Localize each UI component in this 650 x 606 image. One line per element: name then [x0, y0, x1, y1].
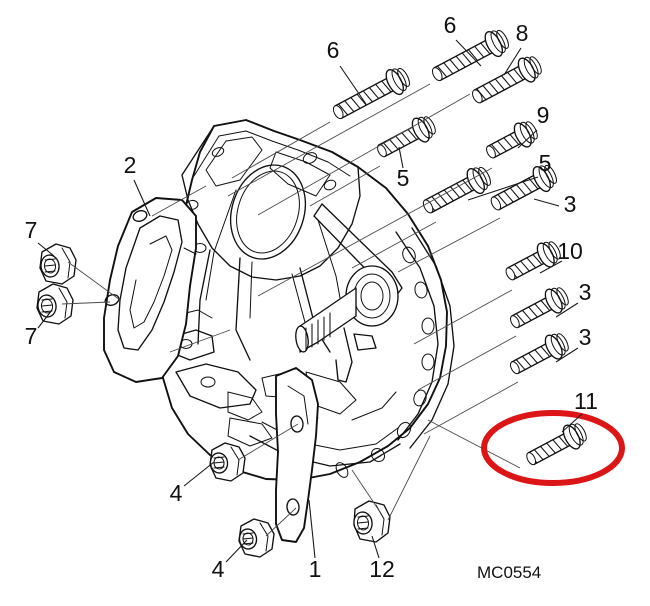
callout-leader-10 [539, 260, 563, 274]
callout-leader-3 [533, 198, 560, 207]
callout-label-c4a: 4 [170, 480, 183, 506]
flange-nut-7b [36, 283, 74, 325]
callout-leader-12 [371, 535, 380, 559]
callout-label-c6b: 6 [444, 12, 457, 38]
bolt-3c [510, 333, 569, 375]
callout-label-c4b: 4 [212, 556, 225, 582]
bolt-11 [526, 423, 587, 466]
callout-label-c7b: 7 [25, 323, 38, 349]
callout-label-c7a: 7 [25, 217, 38, 243]
bolt-10 [505, 241, 561, 281]
bolt-6a [332, 67, 410, 120]
flange-nut-4a [209, 442, 246, 482]
callout-leader-11 [561, 413, 583, 433]
callout-leader-5 [398, 146, 404, 169]
callout-leader-7 [37, 242, 55, 257]
callout-label-c9: 9 [537, 102, 550, 128]
bolt-3a [490, 164, 557, 211]
bolt-5a [377, 116, 436, 158]
callout-leader-4 [183, 461, 215, 487]
callout-label-c2: 2 [124, 152, 137, 178]
clutch-housing [146, 119, 455, 481]
flange-nut-12 [353, 500, 391, 543]
flange-nut-7a [39, 243, 77, 285]
callout-label-c12: 12 [369, 556, 395, 582]
callout-label-c1: 1 [309, 556, 322, 582]
assembly-path-lines [61, 83, 521, 537]
callout-leader-4 [225, 539, 248, 563]
flange-bolt-holes [335, 246, 435, 478]
callout-label-c3b: 3 [579, 279, 592, 305]
callout-label-c8: 8 [516, 20, 529, 46]
callout-label-c6a: 6 [327, 37, 340, 63]
input-shaft [295, 265, 399, 383]
bolt-6b [431, 29, 509, 82]
figure-caption: MC0554 [477, 563, 541, 582]
callout-leader-5 [467, 176, 539, 201]
callout-label-c5b: 5 [539, 150, 552, 176]
callout-leader-8 [503, 47, 522, 76]
bolt-3b [510, 287, 569, 329]
callout-label-c3a: 3 [564, 191, 577, 217]
callout-label-c5a: 5 [397, 165, 410, 191]
bolt-8 [471, 56, 542, 104]
callout-leader-9 [517, 129, 538, 149]
mounting-bracket [103, 197, 197, 383]
callout-label-c3c: 3 [579, 324, 592, 350]
callout-leader-2 [133, 179, 151, 217]
callout-leader-6 [455, 39, 482, 67]
callout-leader-1 [308, 499, 316, 559]
bolt-9 [486, 121, 538, 159]
callout-label-c10: 10 [557, 238, 583, 264]
highlight-ellipse [481, 410, 625, 486]
callout-leader-7 [37, 309, 53, 329]
callout-leader-3 [555, 347, 579, 363]
flange-nut-4b [238, 518, 275, 558]
callout-leader-3 [555, 302, 579, 318]
bolt-5b [422, 166, 491, 214]
clutch-release-lever [275, 367, 319, 543]
callout-leader-6 [339, 65, 367, 105]
callout-label-c11: 11 [574, 388, 598, 414]
